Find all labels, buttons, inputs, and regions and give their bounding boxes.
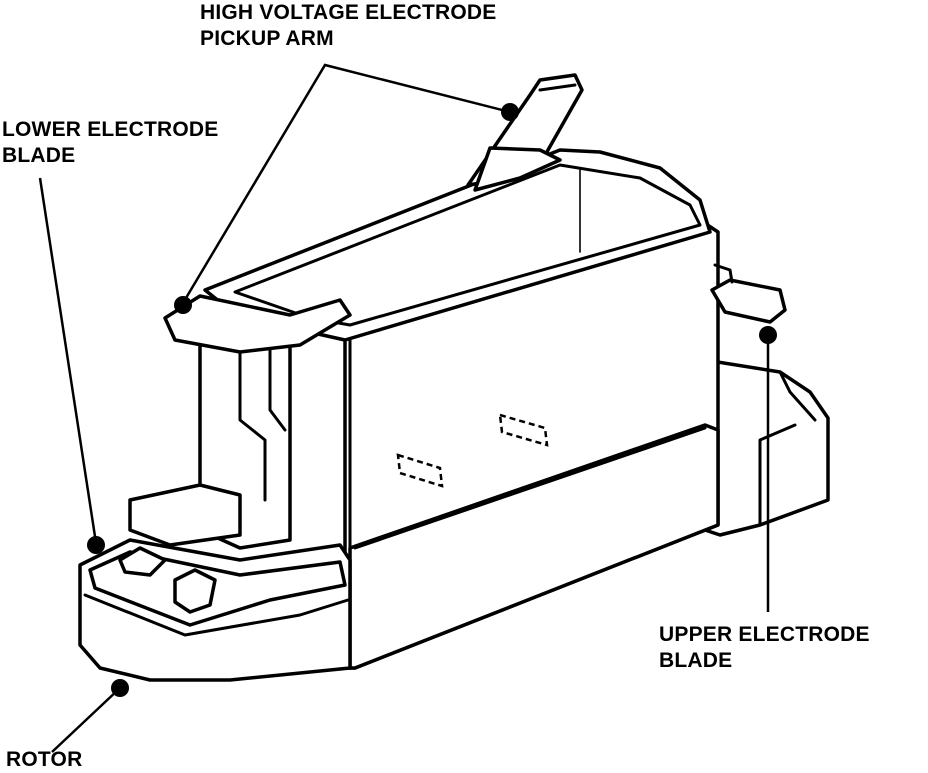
upper-electrode-blade (710, 278, 787, 324)
upper-label-line1: UPPER ELECTRODE (659, 623, 870, 646)
rotor-tail-block (703, 358, 830, 537)
lower-label-line1: LOWER ELECTRODE (2, 118, 219, 141)
lower-electrode-blade (163, 294, 352, 354)
upper-callout-dot (759, 326, 777, 344)
hv-callout-dot (501, 103, 519, 121)
hv-pickup-arm-label: HIGH VOLTAGE ELECTRODE PICKUP ARM (200, 0, 496, 52)
hv-label-line2: PICKUP ARM (200, 27, 334, 50)
hv-label-line1: HIGH VOLTAGE ELECTRODE (200, 1, 497, 24)
rotor-label-text: ROTOR (6, 748, 83, 771)
hv-callout-dot (174, 296, 192, 314)
upper-electrode-blade-label: UPPER ELECTRODE BLADE (659, 622, 870, 674)
lower-electrode-blade-label: LOWER ELECTRODE BLADE (2, 117, 219, 169)
rotor-slot (396, 453, 444, 488)
hv-leader (181, 63, 511, 304)
rotor-label: ROTOR (6, 747, 82, 773)
rotor-leader (51, 687, 121, 753)
lower-callout-dot (87, 536, 105, 554)
rotor-slot (498, 413, 549, 447)
upper-label-line2: BLADE (659, 649, 733, 672)
lower-label-line2: BLADE (2, 144, 76, 167)
rotor-callout-dot (111, 679, 129, 697)
lower-leader (38, 177, 98, 544)
